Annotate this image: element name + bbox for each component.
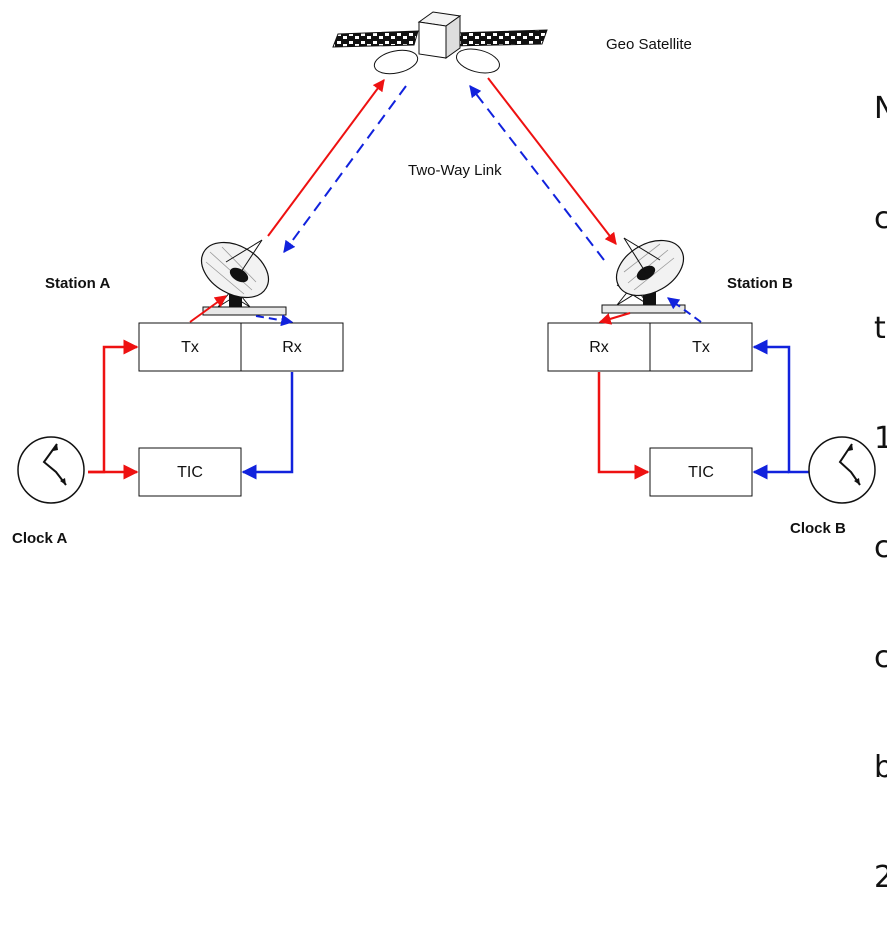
side-text-line: b	[874, 749, 887, 785]
clock-b-icon	[808, 436, 876, 504]
satellite	[332, 11, 548, 75]
satellite-right-antenna	[455, 48, 501, 74]
rx-to-tic-arrow-b	[597, 372, 650, 480]
rx-box-a	[240, 322, 344, 372]
uplink-arrow-b	[469, 85, 605, 261]
tx-label-b: Tx	[692, 339, 710, 356]
tx-box-a	[138, 322, 242, 372]
station-a-label: Station A	[45, 275, 110, 292]
truncated-side-text: N c t 1 c c b 2	[874, 18, 887, 933]
dish-to-rx-arrow-a	[255, 314, 294, 327]
satellite-left-solar-panel	[332, 30, 419, 48]
rx-box-b	[547, 322, 651, 372]
rx-label-b: Rx	[589, 339, 609, 356]
clock-a-icon	[17, 436, 85, 504]
satellite-right-solar-panel	[450, 29, 548, 47]
uplink-arrow-a	[267, 79, 385, 237]
side-text-line: c	[874, 530, 887, 566]
satellite-body	[417, 11, 462, 59]
downlink-arrow-a	[283, 85, 407, 253]
side-text-line: c	[874, 640, 887, 676]
side-text-line: c	[874, 200, 887, 236]
side-text-line: t	[874, 310, 886, 346]
clock-a-label: Clock A	[12, 530, 67, 547]
side-text-line: N	[874, 91, 887, 127]
tic-box-b	[649, 447, 753, 497]
clock-b-label: Clock B	[790, 520, 846, 537]
tx-to-dish-arrow-b	[667, 297, 702, 323]
tx-box-b	[649, 322, 753, 372]
dish-to-rx-arrow-b	[598, 312, 631, 325]
tic-label-b: TIC	[688, 464, 714, 481]
tx-to-dish-arrow-a	[189, 295, 227, 323]
rx-to-tic-arrow-a	[241, 372, 294, 480]
tx-label-a: Tx	[181, 339, 199, 356]
two-way-link-label: Two-Way Link	[408, 162, 502, 179]
rx-label-a: Rx	[282, 339, 302, 356]
tic-box-a	[138, 447, 242, 497]
dish-antenna-a	[200, 239, 287, 316]
station-b-label: Station B	[727, 275, 793, 292]
side-text-line: 2	[874, 859, 887, 895]
downlink-arrow-b	[487, 77, 617, 245]
satellite-left-antenna	[373, 49, 419, 75]
clock-to-tx-arrow-a	[88, 339, 139, 474]
side-text-line: 1	[874, 420, 887, 456]
dish-antenna-b	[601, 237, 686, 314]
time-transfer-diagram: Geo Satellite Two-Way Link Station A Sta…	[12, 11, 876, 547]
satellite-label: Geo Satellite	[606, 36, 692, 53]
clock-to-tx-arrow-b	[752, 339, 809, 474]
tic-label-a: TIC	[177, 464, 203, 481]
